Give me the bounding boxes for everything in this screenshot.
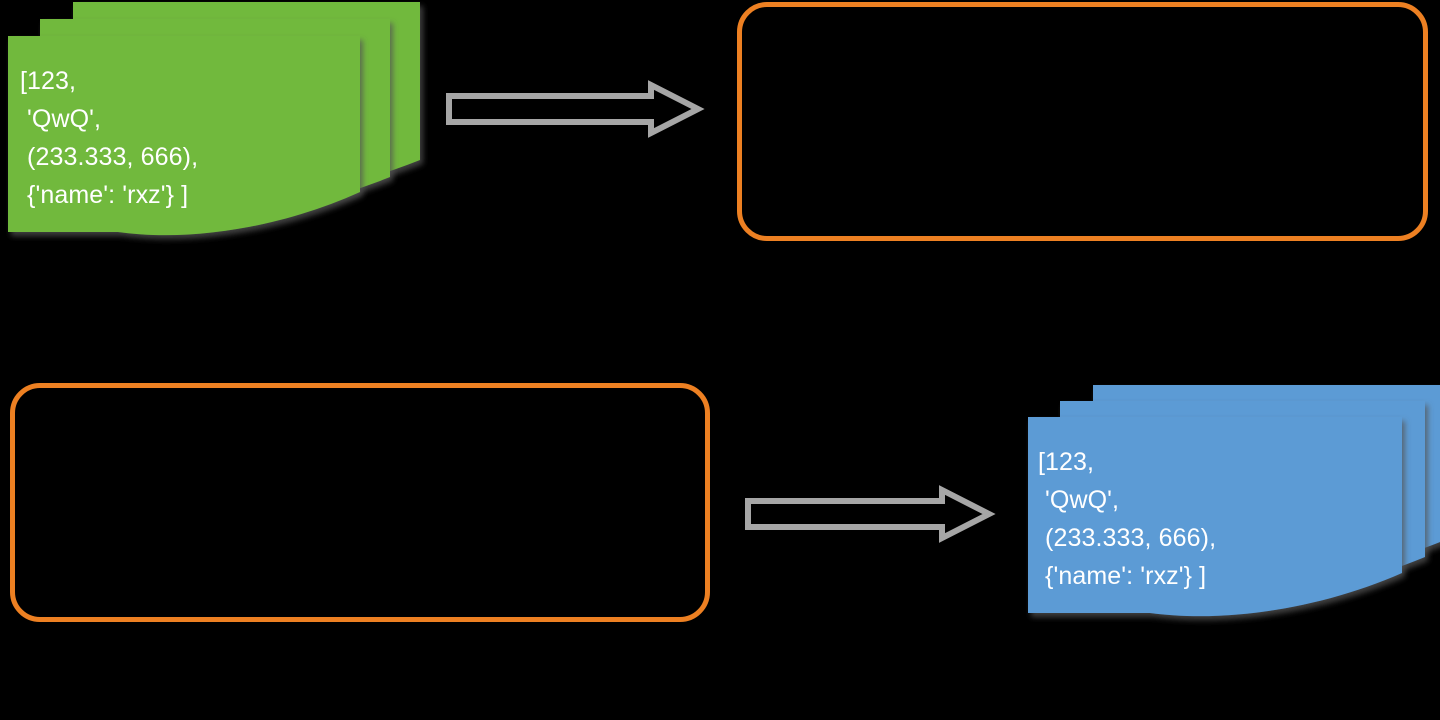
green-sheet-front xyxy=(8,36,360,236)
serialized-payload-top-label xyxy=(742,7,1423,35)
blue-sheet-front xyxy=(1028,417,1402,617)
green-document-stack: [123, 'QwQ', (233.333, 666), {'name': 'r… xyxy=(0,0,420,250)
blue-stack-shapes xyxy=(1028,385,1440,617)
arrow-encode xyxy=(446,80,706,138)
serialized-payload-bottom-label xyxy=(15,388,705,416)
green-stack-shapes xyxy=(8,2,420,236)
arrow-decode-shape xyxy=(745,485,996,543)
blue-document-stack: [123, 'QwQ', (233.333, 666), {'name': 'r… xyxy=(1020,385,1440,630)
arrow-decode xyxy=(745,485,997,543)
orange-box-bottom-shadow xyxy=(12,391,702,620)
serialized-payload-top-box[interactable] xyxy=(737,2,1428,241)
orange-box-top-shadow xyxy=(739,10,1420,239)
serialized-payload-bottom-box[interactable] xyxy=(10,383,710,622)
arrow-encode-shape xyxy=(446,80,705,138)
